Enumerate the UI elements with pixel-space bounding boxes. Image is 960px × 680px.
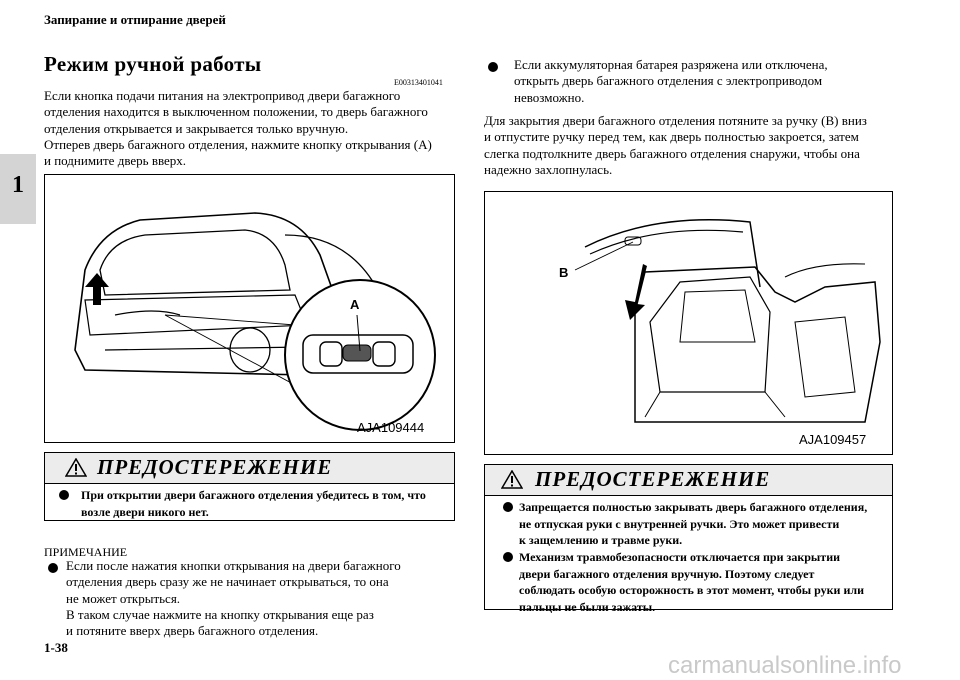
text-line: Если кнопка подачи питания на электропри… [44,88,401,103]
warning-line: не отпуская руки с внутренней ручки. Это… [519,516,840,531]
car-rear-illustration: A AJA109444 [74,212,436,435]
bullet-icon [488,62,498,72]
text-line: слегка подтолкните дверь багажного отдел… [484,145,860,161]
text-line: отделения находится в выключенном положе… [44,104,428,120]
text-line: отделения открывается и закрывается толь… [44,120,349,136]
chapter-tab [0,154,36,224]
warning-title: ПРЕДОСТЕРЕЖЕНИЕ [97,455,333,479]
warning-line: двери багажного отделения вручную. Поэто… [519,566,815,581]
bullet-icon [59,490,69,500]
warning-line: к защемлению и травме руки. [519,533,683,547]
warning-line: Механизм травмобезопасности отключается … [519,550,841,564]
close-paragraph: Для закрытия двери багажного отделения п… [484,113,867,178]
battery-note: Если аккумуляторная батарея разряжена ил… [514,57,828,106]
text-line: В таком случае нажмите на кнопку открыва… [66,606,374,622]
warning-box-right: ПРЕДОСТЕРЕЖЕНИЕ Запрещается полностью за… [484,464,893,614]
bullet-icon [48,563,58,573]
bullet-icon [503,552,513,562]
text-line: и потяните вверх дверь багажного отделен… [66,623,319,639]
tailgate-illustration: B AJA109457 [559,219,881,447]
section-heading: Режим ручной работы [44,52,262,76]
bullet-icon [503,502,513,512]
text-line: и отпустите ручку перед тем, как дверь п… [484,129,859,145]
watermark: carmanualsonline.info [668,652,902,679]
text-line: не может открыться. [66,590,181,606]
warning-line: Запрещается полностью закрывать дверь ба… [519,500,868,514]
warning-header: ПРЕДОСТЕРЕЖЕНИЕ [45,453,454,484]
intro-paragraph: Если кнопка подачи питания на электропри… [44,88,464,169]
callout-a: A [350,297,360,312]
text-line: и поднимите дверь вверх. [44,153,187,169]
figure-open-tailgate: B AJA109457 [484,191,893,455]
note-title: ПРИМЕЧАНИЕ [44,545,128,559]
figure-id: AJA109444 [357,420,424,435]
section-header: Запирание и отпирание дверей [44,12,226,27]
text-line: невозможно. [514,89,585,105]
note-body: Если после нажатия кнопки открывания на … [66,558,401,639]
page-number: 1-38 [44,640,68,655]
text-line: Отперев дверь багажного отделения, нажми… [44,136,432,152]
section-code: E00313401041 [394,78,443,87]
text-line: отделения дверь сразу же не начинает отк… [66,574,389,590]
text-line: Если после нажатия кнопки открывания на … [66,558,401,573]
callout-b: B [559,265,568,280]
text-line: Если аккумуляторная батарея разряжена ил… [514,57,828,72]
warning-line: возле двери никого нет. [81,504,209,519]
text-line: надежно захлопнулась. [484,161,613,177]
warning-triangle-icon [65,458,87,477]
warning-item-1: Запрещается полностью закрывать дверь ба… [519,499,867,549]
warning-title: ПРЕДОСТЕРЕЖЕНИЕ [535,467,771,491]
figure-rear-car: A AJA109444 [44,174,455,443]
warning-triangle-icon [501,470,523,489]
warning-line: пальцы не были зажаты. [519,599,656,614]
figure-id: AJA109457 [799,432,866,447]
warning-box-left: ПРЕДОСТЕРЕЖЕНИЕ При открытии двери багаж… [44,452,455,521]
warning-header: ПРЕДОСТЕРЕЖЕНИЕ [485,465,892,496]
warning-item-2: Механизм травмобезопасности отключается … [519,549,864,615]
text-line: открыть дверь багажного отделения с элек… [514,73,823,89]
warning-line: При открытии двери багажного отделения у… [81,488,426,502]
text-line: Для закрытия двери багажного отделения п… [484,113,867,128]
warning-line: соблюдать особую осторожность в этот мом… [519,583,865,597]
chapter-number: 1 [12,172,24,198]
